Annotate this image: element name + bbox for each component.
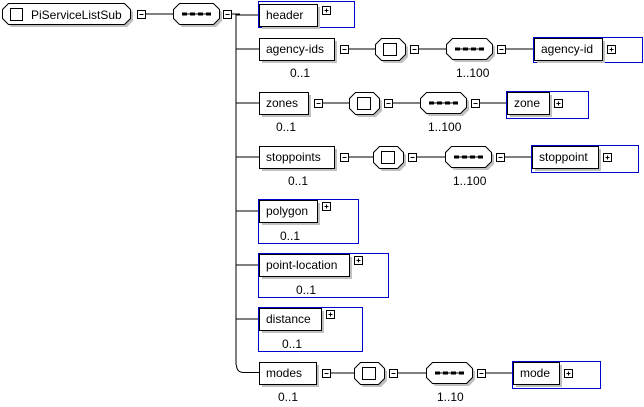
expand-toggle-agency-id[interactable] (607, 45, 616, 54)
element-label-agency-ids: agency-ids (266, 42, 325, 56)
expand-toggle-header[interactable] (322, 6, 331, 15)
element-modes[interactable] (259, 362, 317, 385)
element-stoppoint[interactable] (532, 146, 599, 169)
element-label-mode: mode (520, 366, 551, 380)
expand-toggle-polygon[interactable] (322, 202, 331, 211)
expand-toggle-point-location[interactable] (354, 256, 363, 265)
element-label-modes: modes (266, 366, 303, 380)
occurs-sequence-zones: 1..100 (428, 120, 462, 134)
root-sequence-collapse-toggle[interactable] (223, 10, 232, 19)
sequence-icon-dot (429, 101, 434, 105)
sequence-icon-dot (463, 47, 468, 51)
complex-type-point-location (258, 253, 389, 298)
occurs-sequence-stoppoints: 1..100 (453, 174, 487, 188)
expand-toggle-distance[interactable] (326, 310, 335, 319)
element-zone[interactable] (507, 92, 550, 115)
occurs-distance: 0..1 (282, 337, 303, 351)
sequence-collapse-toggle-modes[interactable] (477, 369, 486, 378)
element-header[interactable] (259, 4, 318, 27)
sequence-icon-dot (462, 155, 467, 159)
sequence-icon-dot (445, 101, 450, 105)
connector-curve (236, 364, 259, 373)
diagram-shapes (2, 1, 643, 389)
sequence-icon-dot (453, 101, 458, 105)
element-zones[interactable] (259, 92, 309, 115)
complex-type-mode (512, 361, 601, 389)
expand-toggle-mode[interactable] (564, 369, 573, 378)
choice-icon (362, 367, 376, 380)
occurs-zones: 0..1 (276, 120, 297, 134)
sequence-icon-dot (190, 12, 195, 16)
complex-type-polygon (258, 199, 359, 244)
sequence-icon-dot (470, 155, 475, 159)
sequence-icon-dot (454, 155, 459, 159)
root-element-icon (10, 8, 23, 21)
sequence-icon-dot (182, 12, 187, 16)
occurs-stoppoints: 0..1 (288, 174, 309, 188)
sequence-collapse-toggle-stoppoints[interactable] (496, 153, 505, 162)
complex-type-stoppoint (531, 145, 639, 173)
element-label-header: header (266, 8, 304, 22)
complex-type-distance (258, 307, 363, 352)
element-agency-ids[interactable] (259, 38, 335, 61)
choice-icon (381, 151, 395, 164)
element-label-stoppoints: stoppoints (266, 150, 321, 164)
element-label-stoppoint: stoppoint (539, 150, 588, 164)
choice-icon (357, 97, 371, 110)
element-label-distance: distance (266, 312, 311, 326)
expand-toggle-stoppoint[interactable] (603, 153, 612, 162)
sequence-icon-dot (437, 101, 442, 105)
sequence-collapse-toggle-agency-ids[interactable] (497, 45, 506, 54)
collapse-toggle-stoppoints[interactable] (340, 153, 349, 162)
sequence-collapse-toggle-zones[interactable] (471, 99, 480, 108)
root-collapse-toggle[interactable] (137, 10, 146, 19)
choice-icon (383, 43, 397, 56)
sequence-icon-dot (478, 155, 483, 159)
element-label-zone: zone (514, 96, 541, 110)
sequence-icon-dot (479, 47, 484, 51)
complex-type-zone (506, 91, 589, 119)
collapse-toggle-modes[interactable] (322, 369, 331, 378)
occurs-sequence-agency-ids: 1..100 (456, 66, 490, 80)
occurs-agency-ids: 0..1 (290, 66, 311, 80)
choice-collapse-toggle-agency-ids[interactable] (410, 45, 419, 54)
root-element[interactable] (2, 3, 131, 25)
element-distance[interactable] (259, 308, 322, 331)
element-point-location[interactable] (259, 254, 350, 277)
root-element-label: PiServiceListSub (31, 8, 122, 22)
occurs-point-location: 0..1 (296, 283, 317, 297)
element-label-point-location: point-location (266, 258, 338, 272)
element-label-polygon: polygon (266, 204, 309, 218)
element-label-zones: zones (266, 96, 299, 110)
choice-collapse-toggle-modes[interactable] (389, 369, 398, 378)
sequence-icon-dot (451, 371, 456, 375)
collapse-toggle-agency-ids[interactable] (340, 45, 349, 54)
sequence-icon-dot (206, 12, 211, 16)
sequence-icon-dot (198, 12, 203, 16)
sequence-icon-dot (471, 47, 476, 51)
element-mode[interactable] (513, 362, 560, 385)
connector-lines (146, 13, 534, 374)
occurs-modes: 0..1 (278, 390, 299, 404)
collapse-toggle-zones[interactable] (314, 99, 323, 108)
sequence-icon-dot (459, 371, 464, 375)
sequence-icon-dot (443, 371, 448, 375)
choice-collapse-toggle-zones[interactable] (384, 99, 393, 108)
element-label-agency-id: agency-id (541, 42, 594, 56)
element-agency-id[interactable] (534, 38, 603, 61)
sequence-icon-dot (435, 371, 440, 375)
expand-toggle-zone[interactable] (554, 99, 563, 108)
element-stoppoints[interactable] (259, 146, 335, 169)
sequence-icon-dot (455, 47, 460, 51)
occurs-sequence-modes: 1..10 (437, 390, 464, 404)
occurs-polygon: 0..1 (280, 229, 301, 243)
element-polygon[interactable] (259, 200, 318, 223)
choice-collapse-toggle-stoppoints[interactable] (408, 153, 417, 162)
